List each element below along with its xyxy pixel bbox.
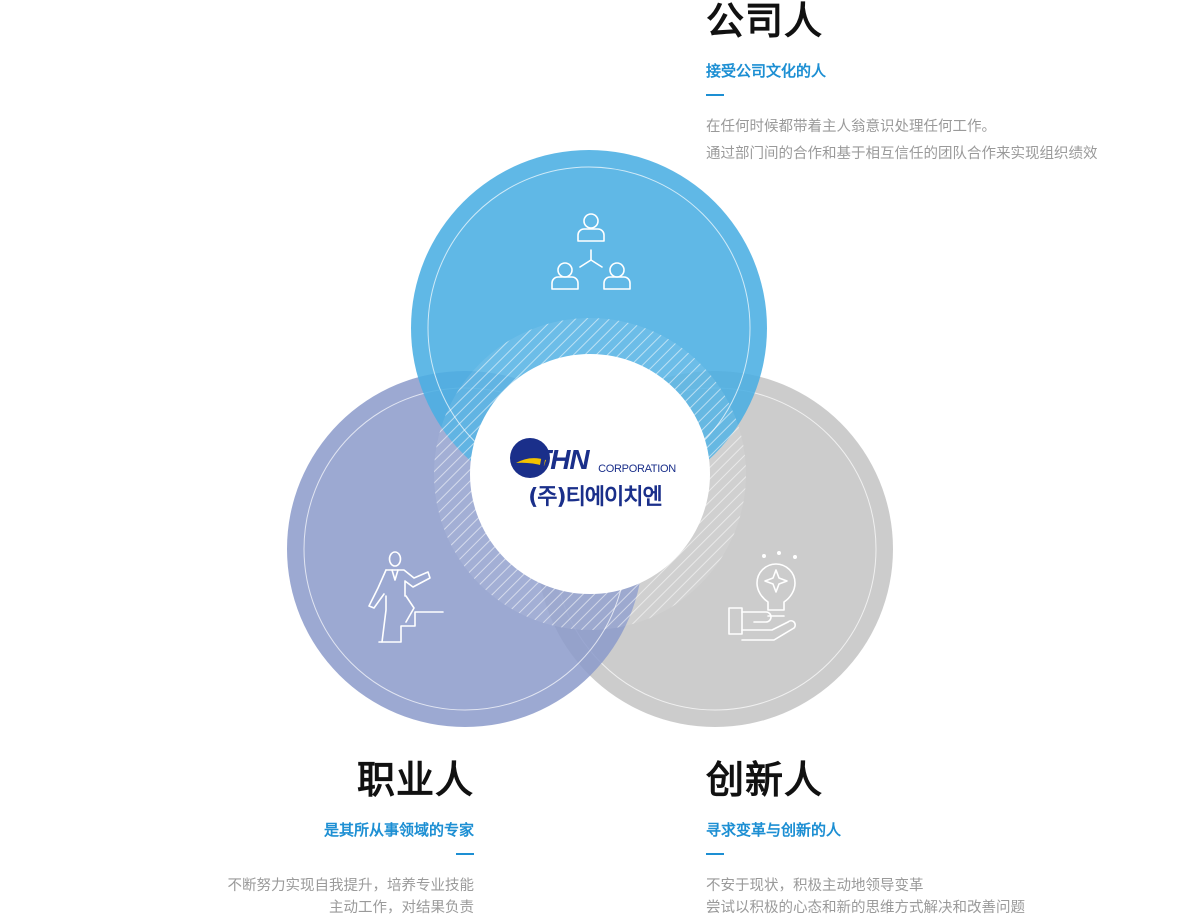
description-line: 不断努力实现自我提升，培养专业技能 [227,878,475,894]
section-description: 在任何时候都带着主人翁意识处理任何工作。 通过部门间的合作和基于相互信任的团队合… [706,114,1166,168]
section-description: 不安于现状，积极主动地领导变革 尝试以积极的心态和新的思维方式解决和改善问题 [706,875,1166,919]
center-circle [470,354,710,594]
logo-mark: THN [510,437,600,479]
description-line: 不安于现状，积极主动地领导变革 [706,878,924,894]
section-title: 公司人 [706,0,824,43]
section-professional-person: 职业人 是其所从事领域的专家 不断努力实现自我提升，培养专业技能 主动工作，对结… [176,757,474,919]
logo-corporation: CORPORATION [598,463,676,475]
section-title: 创新人 [706,758,824,802]
description-line: 通过部门间的合作和基于相互信任的团队合作来实现组织绩效 [706,146,1098,162]
company-logo: THN CORPORATION (주)티에이치엔 [470,354,710,594]
lightbulb-hand-icon [728,550,797,641]
section-subtitle: 是其所从事领域的专家 [323,821,474,839]
section-subtitle: 寻求变革与创新的人 [706,821,842,839]
accent-divider [706,853,724,855]
climbing-stairs-person-icon [368,551,444,643]
section-title: 职业人 [356,758,474,802]
section-subtitle: 接受公司文化的人 [706,62,827,80]
description-line: 主动工作，对结果负责 [329,900,474,916]
section-description: 不断努力实现自我提升，培养专业技能 主动工作，对结果负责 [176,875,475,919]
description-line: 尝试以积极的心态和新的思维方式解决和改善问题 [706,900,1025,916]
logo-korean-name: (주)티에이치엔 [528,485,663,510]
description-line: 在任何时候都带着主人翁意识处理任何工作。 [706,119,996,135]
accent-divider [456,853,474,855]
accent-divider [706,94,724,96]
section-innovative-person: 创新人 寻求变革与创新的人 不安于现状，积极主动地领导变革 尝试以积极的心态和新… [706,757,1166,919]
people-network-icon [551,213,631,290]
section-company-person: 公司人 接受公司文化的人 在任何时候都带着主人翁意识处理任何工作。 通过部门间的… [706,0,1166,168]
logo-brand: THN [534,444,590,475]
